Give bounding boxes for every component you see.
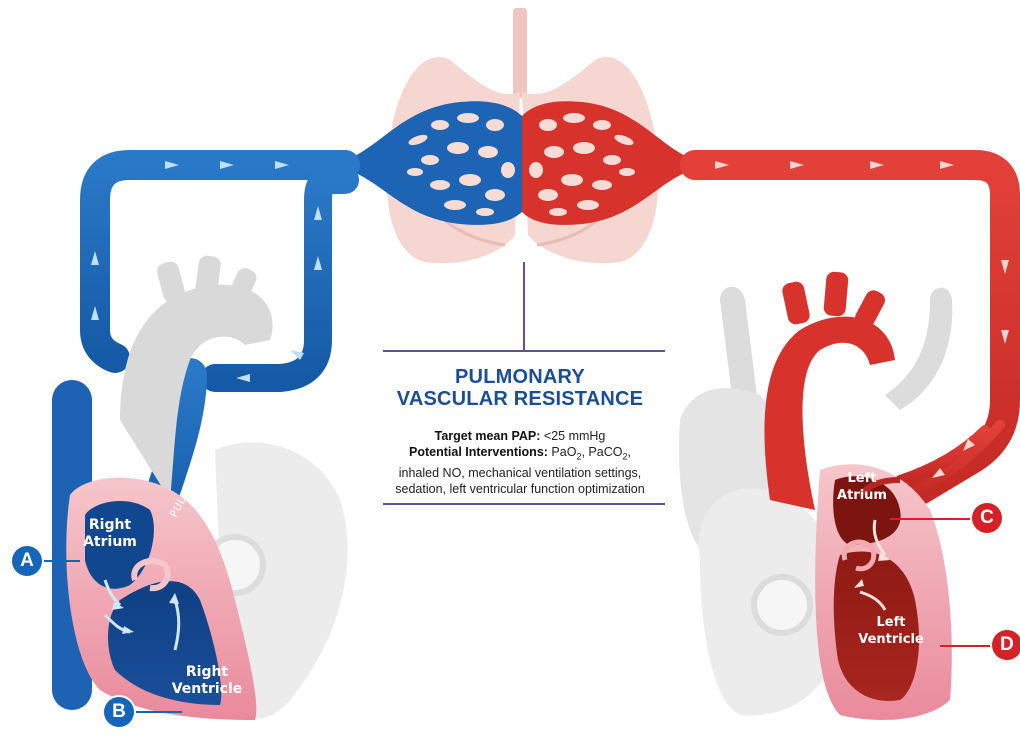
interventions-line-2: inhaled NO, mechanical ventilation setti…	[350, 465, 690, 481]
pao2-text: PaO	[548, 445, 577, 459]
connector-vertical	[523, 262, 525, 350]
badge-d: D	[992, 630, 1020, 660]
left-ventricle-label: Left Ventricle	[852, 614, 930, 648]
comma-text: ,	[627, 445, 630, 459]
badge-b: B	[104, 697, 134, 727]
right-atrium-label: Right Atrium	[82, 517, 138, 551]
badge-a: A	[12, 546, 42, 576]
left-atrium-label: Left Atrium	[834, 470, 890, 504]
left-heart	[679, 271, 952, 720]
trachea	[513, 8, 527, 98]
interventions-line-1: Potential Interventions: PaO2, PaCO2,	[350, 444, 690, 465]
info-block: Target mean PAP: <25 mmHg Potential Inte…	[350, 428, 690, 497]
badge-a-leader	[40, 560, 80, 562]
interventions-line-3: sedation, left ventricular function opti…	[350, 481, 690, 497]
badge-c: C	[972, 503, 1002, 533]
badge-c-leader	[890, 518, 972, 520]
target-line: Target mean PAP: <25 mmHg	[350, 428, 690, 444]
top-rule	[383, 350, 665, 352]
bottom-rule	[383, 503, 665, 505]
page-title: PULMONARY VASCULAR RESISTANCE	[370, 366, 670, 410]
target-value: <25 mmHg	[540, 429, 605, 443]
title-line-2: VASCULAR RESISTANCE	[370, 388, 670, 410]
target-label: Target mean PAP:	[435, 429, 541, 443]
paco2-text: , PaCO	[581, 445, 622, 459]
badge-d-leader	[940, 645, 994, 647]
badge-b-leader	[132, 711, 182, 713]
title-line-1: PULMONARY	[370, 366, 670, 388]
right-ventricle-label: Right Ventricle	[168, 664, 246, 698]
interventions-label: Potential Interventions:	[409, 445, 548, 459]
